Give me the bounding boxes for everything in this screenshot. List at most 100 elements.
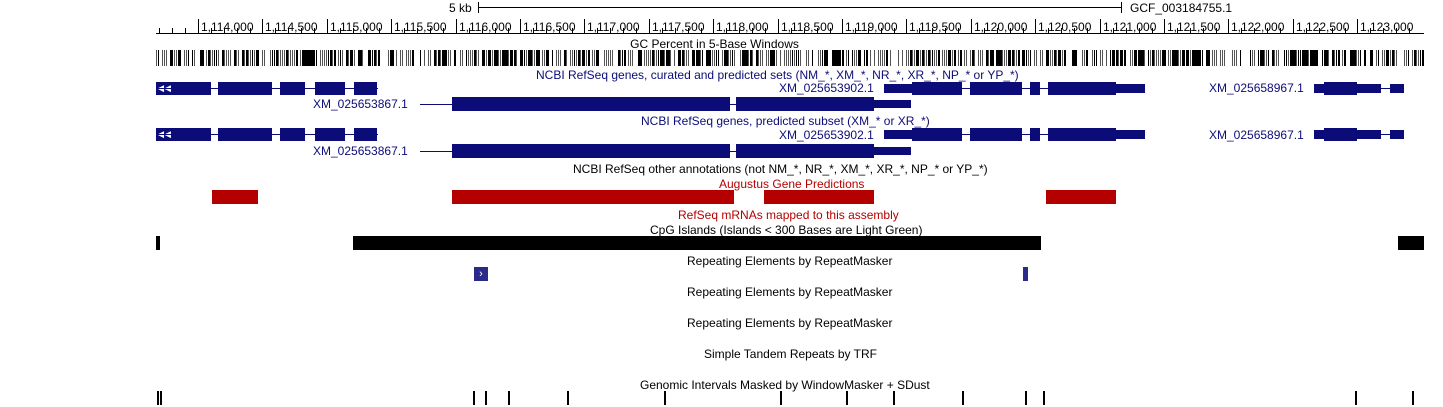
utr	[1314, 130, 1324, 139]
gc-bar	[390, 50, 392, 66]
gc-bar	[1074, 50, 1076, 66]
masked-interval[interactable]	[1043, 391, 1045, 405]
gc-bar	[428, 50, 429, 66]
gc-bar	[902, 50, 903, 66]
gc-bar	[1102, 50, 1103, 66]
augustus-feature[interactable]	[212, 190, 258, 204]
masked-interval[interactable]	[780, 391, 782, 405]
refseq-other-title[interactable]: NCBI RefSeq other annotations (not NM_*,…	[573, 162, 988, 176]
gc-bar	[982, 50, 983, 66]
gc-bar	[640, 50, 642, 66]
windowmasker-title[interactable]: Genomic Intervals Masked by WindowMasker…	[640, 378, 930, 392]
augustus-feature[interactable]	[1046, 190, 1116, 204]
mrna-title[interactable]: RefSeq mRNAs mapped to this assembly	[678, 208, 899, 222]
masked-interval[interactable]	[893, 391, 895, 405]
gc-percent-wiggle[interactable]	[156, 50, 1424, 66]
utr	[874, 147, 911, 155]
gene-label[interactable]: XM_025653902.1	[779, 128, 874, 142]
gc-bar	[1222, 50, 1223, 66]
gc-bar	[920, 50, 921, 66]
cpg-island[interactable]	[353, 236, 1041, 250]
gc-bar	[992, 50, 994, 66]
augustus-title[interactable]: Augustus Gene Predictions	[719, 177, 865, 191]
masked-interval[interactable]	[1355, 391, 1357, 405]
exon	[184, 128, 211, 141]
gc-bar	[1170, 50, 1171, 66]
masked-interval[interactable]	[1412, 391, 1414, 405]
repeat-element[interactable]	[1023, 267, 1028, 281]
ruler-minor-tick	[984, 28, 985, 33]
gc-bar	[1082, 50, 1083, 66]
gc-bar	[492, 50, 493, 66]
gc-bar	[1384, 50, 1385, 66]
gc-bar	[388, 50, 389, 66]
gc-bar	[1112, 50, 1114, 66]
rmsk1-title[interactable]: Repeating Elements by RepeatMasker	[687, 254, 893, 268]
gc-bar	[898, 50, 899, 66]
gc-bar	[1100, 50, 1101, 66]
ruler-major-tick	[971, 19, 972, 33]
gc-bar	[908, 50, 909, 66]
gc-bar	[864, 50, 865, 66]
gc-bar	[578, 50, 580, 66]
augustus-feature[interactable]	[764, 190, 874, 204]
gene-label[interactable]: XM_025658967.1	[1209, 128, 1304, 142]
gc-bar	[170, 50, 172, 66]
masked-interval[interactable]	[1025, 391, 1027, 405]
ruler-minor-tick	[495, 28, 496, 33]
gc-track-title[interactable]: GC Percent in 5-Base Windows	[630, 37, 799, 51]
masked-interval[interactable]	[157, 391, 159, 405]
gene-label[interactable]: XM_025653867.1	[313, 97, 408, 111]
masked-interval[interactable]	[508, 391, 510, 405]
masked-interval[interactable]	[846, 391, 848, 405]
gc-bar	[484, 50, 485, 66]
gc-bar	[1194, 50, 1196, 66]
gc-bar	[1124, 50, 1126, 66]
gene-label[interactable]: XM_025653867.1	[313, 144, 408, 158]
gc-bar	[494, 50, 496, 66]
gc-bar	[570, 50, 571, 66]
gc-bar	[644, 50, 645, 66]
gene-label[interactable]: XM_025658967.1	[1209, 81, 1304, 95]
gc-bar	[610, 50, 611, 66]
cpg-island[interactable]	[1398, 236, 1424, 250]
gc-bar	[1292, 50, 1294, 66]
refseq-pred-title[interactable]: NCBI RefSeq genes, predicted subset (XM_…	[641, 114, 930, 128]
intron-line	[730, 104, 736, 105]
gc-bar	[930, 50, 931, 66]
gc-bar	[1354, 50, 1356, 66]
gc-bar	[282, 50, 283, 66]
ruler-tick-label: 1,117,000	[587, 20, 640, 34]
cpg-title[interactable]: CpG Islands (Islands < 300 Bases are Lig…	[650, 223, 923, 237]
masked-interval[interactable]	[485, 391, 487, 405]
gc-bar	[176, 50, 177, 66]
gc-bar	[216, 50, 217, 66]
masked-interval[interactable]	[664, 391, 666, 405]
gc-bar	[208, 50, 210, 66]
utr	[1314, 84, 1324, 93]
ruler-minor-tick	[855, 28, 856, 33]
masked-interval[interactable]	[473, 391, 475, 405]
gc-bar	[354, 50, 355, 66]
repeat-element[interactable]: ›	[474, 267, 488, 281]
gc-bar	[406, 50, 407, 66]
masked-interval[interactable]	[962, 391, 964, 405]
masked-interval[interactable]	[567, 391, 569, 405]
gc-bar	[1208, 50, 1210, 66]
trf-title[interactable]: Simple Tandem Repeats by TRF	[704, 347, 877, 361]
refseq-all-title[interactable]: NCBI RefSeq genes, curated and predicted…	[536, 68, 1019, 82]
rmsk2-title[interactable]: Repeating Elements by RepeatMasker	[687, 285, 893, 299]
gc-bar	[1216, 50, 1217, 66]
masked-interval[interactable]	[160, 391, 162, 405]
rmsk3-title[interactable]: Repeating Elements by RepeatMasker	[687, 316, 893, 330]
gc-bar	[534, 50, 535, 66]
gc-bar	[330, 50, 332, 66]
augustus-feature[interactable]	[452, 190, 734, 204]
gc-bar	[1294, 50, 1296, 66]
gc-bar	[742, 50, 744, 66]
cpg-island[interactable]	[156, 236, 160, 250]
ruler-baseline	[156, 33, 1424, 34]
gc-bar	[1064, 50, 1066, 66]
gene-label[interactable]: XM_025653902.1	[779, 81, 874, 95]
gc-bar	[1034, 50, 1035, 66]
